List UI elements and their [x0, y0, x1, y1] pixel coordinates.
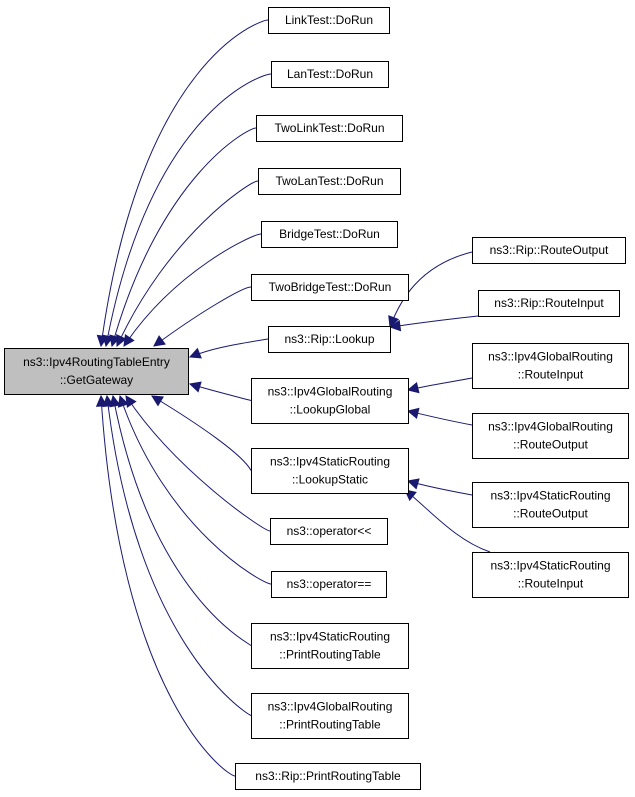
- node-rip-routeoutput-label-line-1: ns3::Rip::RouteOutput: [490, 243, 609, 257]
- node-static-printroutingtable-label-line-1: ns3::Ipv4StaticRouting: [270, 630, 390, 644]
- edge-rip-printroutingtable-to-root: [101, 396, 236, 777]
- node-linktest[interactable]: LinkTest::DoRun: [268, 7, 390, 34]
- node-global-routeinput-box: [472, 343, 629, 389]
- node-linktest-box: [268, 7, 390, 34]
- root-node-get-gateway[interactable]: ns3::Ipv4RoutingTableEntry::GetGateway: [4, 348, 189, 395]
- node-static-printroutingtable-label-line-2: ::PrintRoutingTable: [279, 648, 381, 662]
- node-twolinktest-label-line-1: TwoLinkTest::DoRun: [274, 121, 384, 135]
- node-global-routeoutput-label-line-1: ns3::Ipv4GlobalRouting: [488, 420, 613, 434]
- node-static-lookupstatic-label-line-1: ns3::Ipv4StaticRouting: [270, 455, 390, 469]
- node-twolinktest[interactable]: TwoLinkTest::DoRun: [256, 115, 403, 142]
- node-global-routeinput[interactable]: ns3::Ipv4GlobalRouting::RouteInput: [472, 343, 629, 389]
- node-static-printroutingtable[interactable]: ns3::Ipv4StaticRouting::PrintRoutingTabl…: [251, 623, 409, 669]
- edge-static-lookupstatic-to-root: [152, 396, 252, 471]
- node-global-lookupglobal-label-line-2: ::LookupGlobal: [290, 403, 371, 417]
- edge-rip-routeoutput-to-rip-lookup: [390, 251, 473, 327]
- node-lantest[interactable]: LanTest::DoRun: [271, 61, 389, 88]
- node-operator-eq[interactable]: ns3::operator==: [271, 571, 387, 598]
- node-twolinktest-box: [256, 115, 403, 142]
- node-twolantest-label-line-1: TwoLanTest::DoRun: [275, 174, 383, 188]
- node-global-routeoutput-box: [472, 413, 629, 459]
- node-static-routeinput-box: [472, 552, 629, 598]
- root-node-get-gateway-box: [4, 348, 189, 395]
- node-rip-routeoutput[interactable]: ns3::Rip::RouteOutput: [472, 237, 626, 264]
- edge-linktest-to-root: [101, 19, 269, 346]
- node-twolantest[interactable]: TwoLanTest::DoRun: [258, 168, 401, 195]
- call-nodes: ns3::Ipv4RoutingTableEntry::GetGateway Li…: [4, 7, 629, 790]
- node-twobridgetest-label-line-1: TwoBridgeTest::DoRun: [269, 280, 392, 294]
- call-edges: [101, 19, 491, 777]
- node-static-routeinput-label-line-1: ns3::Ipv4StaticRouting: [490, 559, 610, 573]
- node-static-lookupstatic[interactable]: ns3::Ipv4StaticRouting::LookupStatic: [251, 448, 409, 494]
- node-rip-routeinput[interactable]: ns3::Rip::RouteInput: [478, 290, 620, 317]
- node-global-routeinput-label-line-2: ::RouteInput: [518, 368, 584, 382]
- node-global-printroutingtable[interactable]: ns3::Ipv4GlobalRouting::PrintRoutingTabl…: [251, 693, 409, 739]
- node-static-routeoutput[interactable]: ns3::Ipv4StaticRouting::RouteOutput: [472, 482, 629, 528]
- node-linktest-label-line-1: LinkTest::DoRun: [285, 13, 373, 27]
- edge-static-printroutingtable-to-root: [113, 396, 252, 646]
- node-global-printroutingtable-box: [251, 693, 409, 739]
- node-rip-lookup[interactable]: ns3::Rip::Lookup: [268, 326, 391, 353]
- node-rip-printroutingtable-label-line-1: ns3::Rip::PrintRoutingTable: [255, 769, 401, 783]
- node-static-routeoutput-label-line-1: ns3::Ipv4StaticRouting: [490, 489, 610, 503]
- node-rip-printroutingtable[interactable]: ns3::Rip::PrintRoutingTable: [235, 763, 421, 790]
- node-static-lookupstatic-box: [251, 448, 409, 494]
- edge-rip-lookup-to-root: [190, 338, 269, 357]
- edge-twobridgetest-to-root: [154, 286, 252, 346]
- edge-static-routeoutput-to-static-lookupstatic: [408, 481, 473, 496]
- node-static-lookupstatic-label-line-2: ::LookupStatic: [292, 473, 368, 487]
- node-static-routeinput-label-line-2: ::RouteInput: [518, 577, 584, 591]
- node-global-lookupglobal-box: [251, 378, 409, 424]
- edge-global-routeoutput-to-global-lookupglobal: [408, 411, 473, 426]
- node-static-routeoutput-box: [472, 482, 629, 528]
- node-rip-printroutingtable-box: [235, 763, 421, 790]
- edge-twolinktest-to-root: [112, 127, 257, 346]
- node-global-routeoutput[interactable]: ns3::Ipv4GlobalRouting::RouteOutput: [472, 413, 629, 459]
- node-operator-shl-label-line-1: ns3::operator<<: [287, 524, 372, 538]
- node-operator-eq-box: [271, 571, 387, 598]
- edge-twolantest-to-root: [117, 180, 259, 346]
- edge-bridgetest-to-root: [124, 233, 262, 346]
- edge-global-lookupglobal-to-root: [190, 384, 252, 401]
- edge-static-routeinput-to-static-lookupstatic: [405, 490, 491, 553]
- node-lantest-label-line-1: LanTest::DoRun: [287, 67, 373, 81]
- edge-operator-eq-to-root: [120, 396, 272, 585]
- node-operator-shl-box: [270, 518, 388, 545]
- node-global-lookupglobal[interactable]: ns3::Ipv4GlobalRouting::LookupGlobal: [251, 378, 409, 424]
- root-node-get-gateway-label-line-2: ::GetGateway: [60, 373, 133, 387]
- node-twolantest-box: [258, 168, 401, 195]
- node-twobridgetest-box: [251, 274, 409, 301]
- node-global-routeoutput-label-line-2: ::RouteOutput: [513, 438, 588, 452]
- node-bridgetest-label-line-1: BridgeTest::DoRun: [279, 227, 380, 241]
- node-static-printroutingtable-box: [251, 623, 409, 669]
- node-rip-routeinput-box: [478, 290, 620, 317]
- node-global-printroutingtable-label-line-1: ns3::Ipv4GlobalRouting: [268, 700, 393, 714]
- node-lantest-box: [271, 61, 389, 88]
- node-static-routeinput[interactable]: ns3::Ipv4StaticRouting::RouteInput: [472, 552, 629, 598]
- edge-rip-routeinput-to-rip-lookup: [390, 315, 479, 327]
- root-node-get-gateway-label-line-1: ns3::Ipv4RoutingTableEntry: [23, 355, 170, 369]
- node-bridgetest[interactable]: BridgeTest::DoRun: [261, 221, 398, 248]
- node-bridgetest-box: [261, 221, 398, 248]
- node-static-routeoutput-label-line-2: ::RouteOutput: [513, 507, 588, 521]
- edge-global-routeinput-to-global-lookupglobal: [408, 377, 473, 390]
- node-global-routeinput-label-line-1: ns3::Ipv4GlobalRouting: [488, 350, 613, 364]
- edge-global-printroutingtable-to-root: [107, 396, 252, 716]
- node-global-printroutingtable-label-line-2: ::PrintRoutingTable: [279, 718, 381, 732]
- node-twobridgetest[interactable]: TwoBridgeTest::DoRun: [251, 274, 409, 301]
- node-global-lookupglobal-label-line-1: ns3::Ipv4GlobalRouting: [268, 385, 393, 399]
- node-rip-lookup-label-line-1: ns3::Rip::Lookup: [284, 332, 374, 346]
- node-rip-routeinput-label-line-1: ns3::Rip::RouteInput: [494, 296, 604, 310]
- edge-lantest-to-root: [106, 73, 272, 346]
- node-operator-shl[interactable]: ns3::operator<<: [270, 518, 388, 545]
- node-rip-routeoutput-box: [472, 237, 626, 264]
- node-operator-eq-label-line-1: ns3::operator==: [287, 577, 372, 591]
- edge-operator-shl-to-root: [126, 396, 271, 532]
- node-rip-lookup-box: [268, 326, 391, 353]
